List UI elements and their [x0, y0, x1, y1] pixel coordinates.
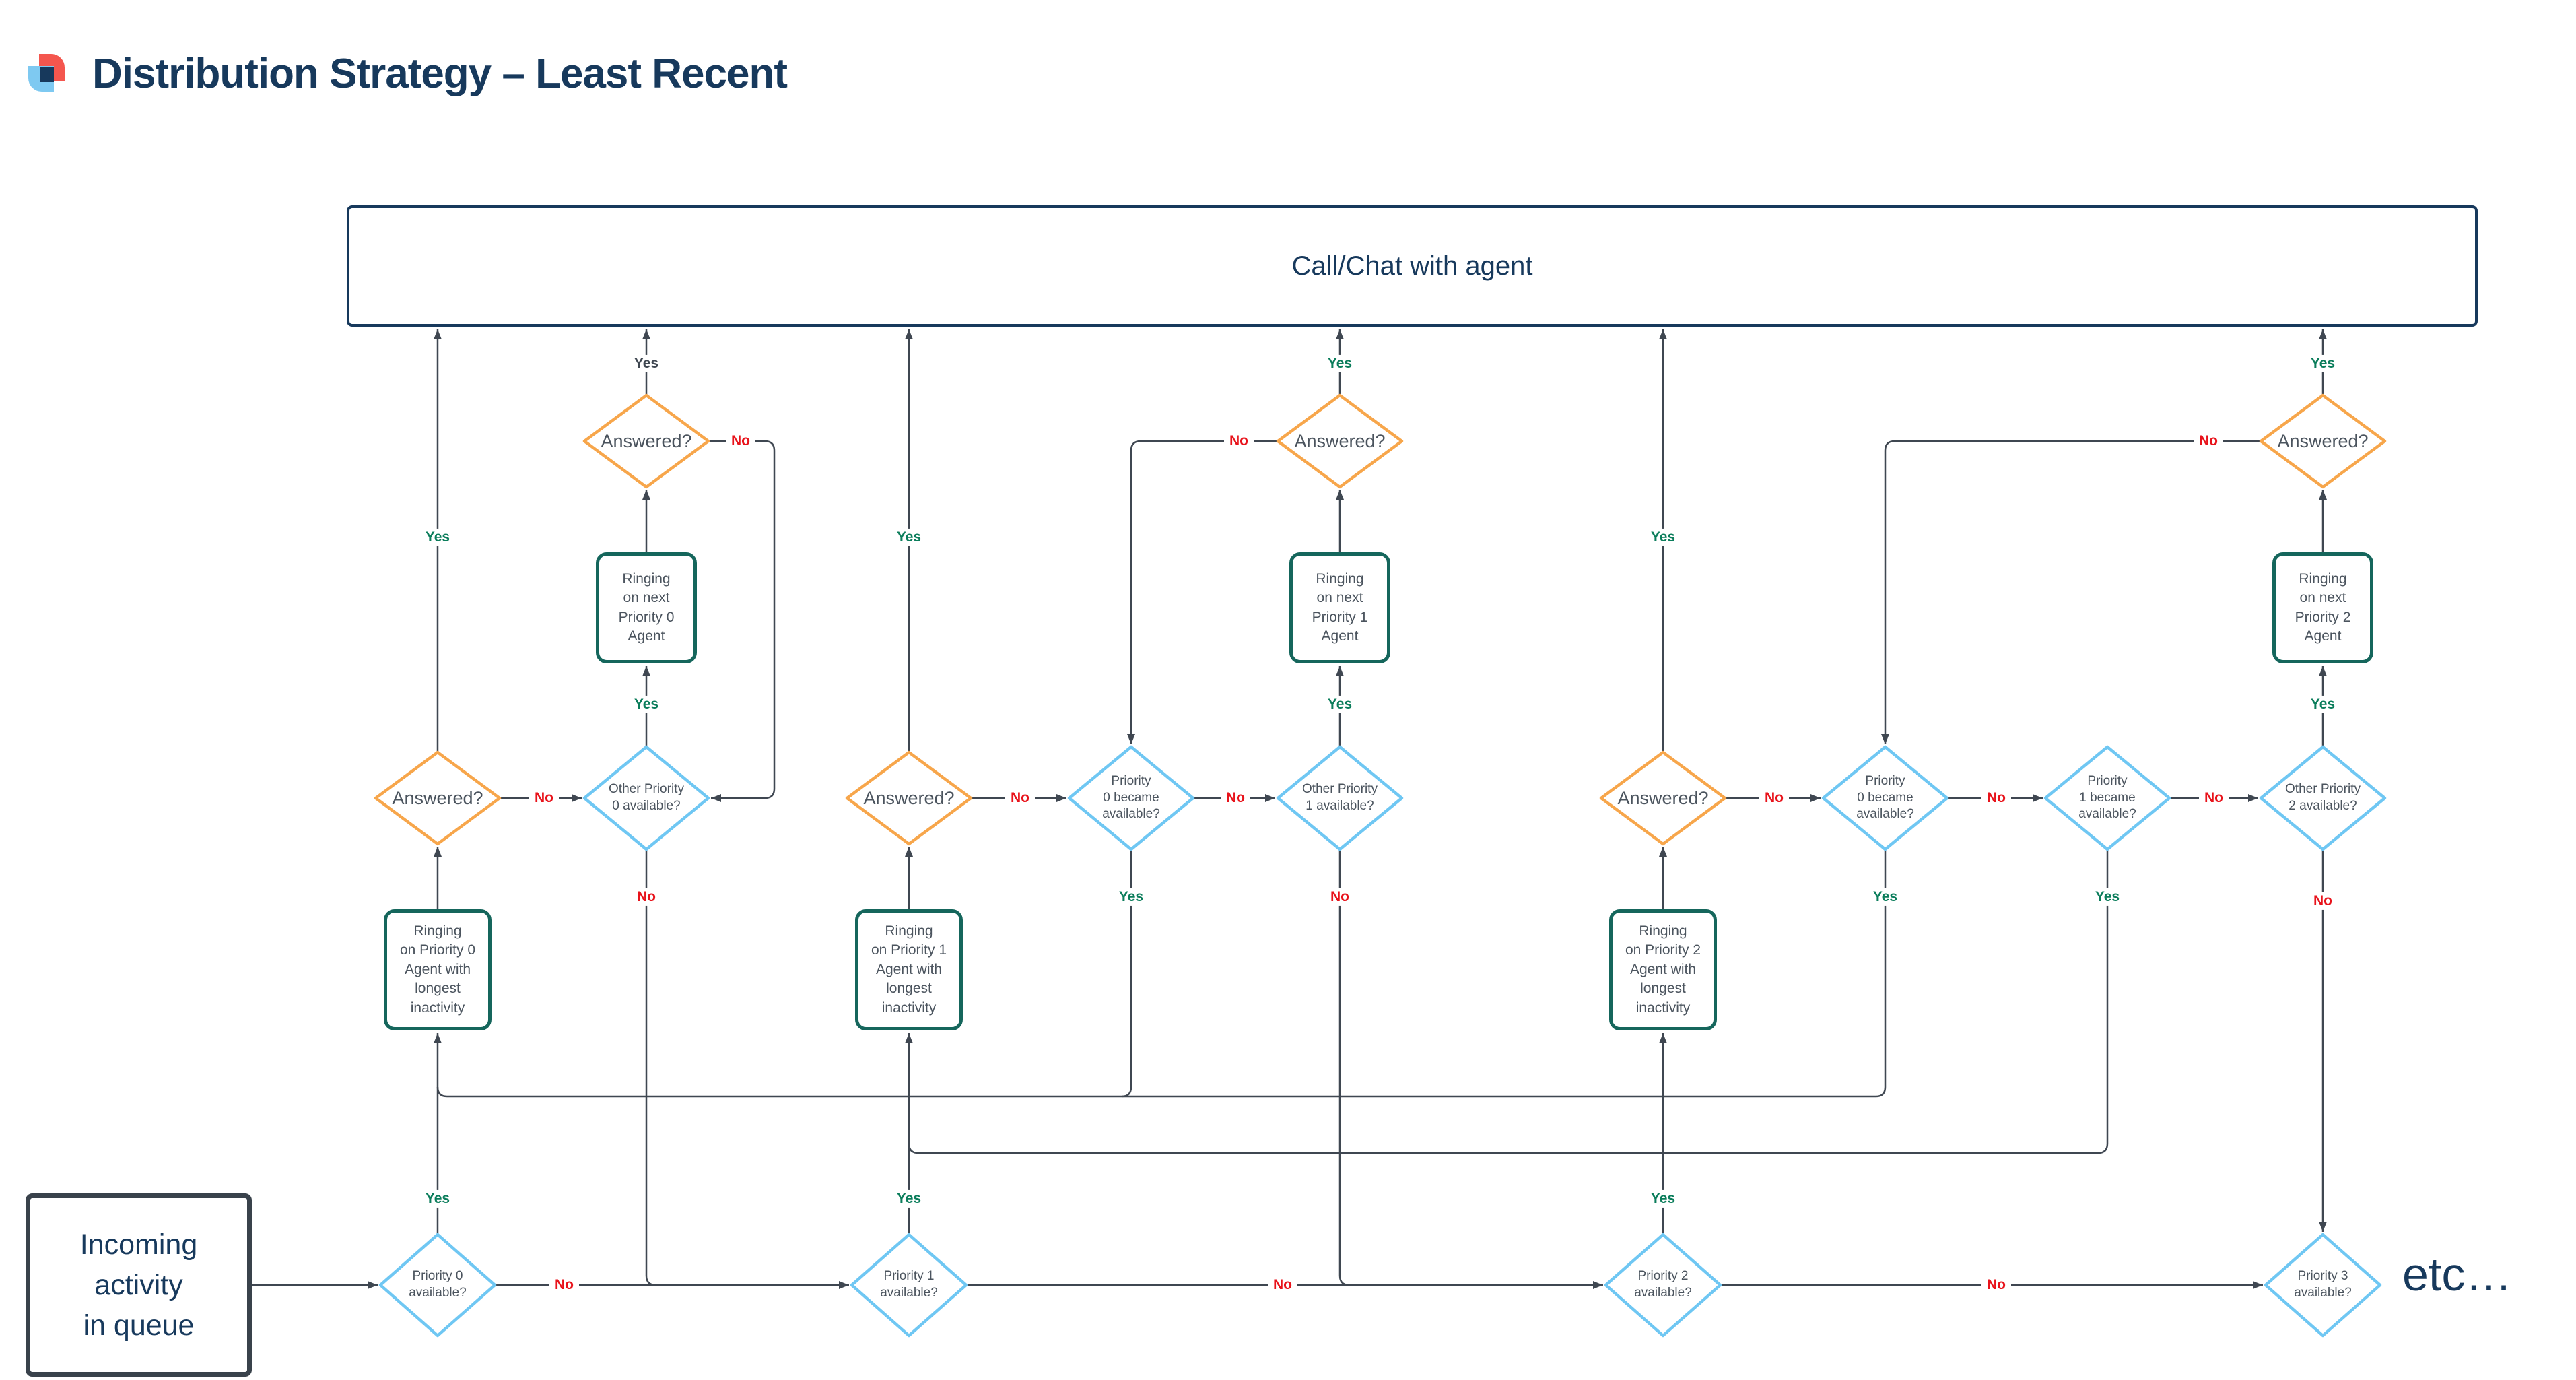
decision-answered-p1-shape	[845, 750, 973, 846]
decision-priority-1-became-g3-shape	[2043, 745, 2171, 851]
label-yes-p2avail-up: Yes	[1645, 1189, 1681, 1208]
label-yes-p1became-g3-down: Yes	[2089, 888, 2126, 907]
process-ringing-longest-priority-1: Ringing on Priority 1 Agent with longest…	[855, 909, 963, 1030]
edge-answeredtop2-no-loop	[1881, 440, 2261, 744]
label-no-answered1: No	[1005, 789, 1035, 808]
decision-answered-p2-shape	[1599, 750, 1727, 846]
ringing-longest-priority-1-label: Ringing on Priority 1 Agent with longest…	[871, 923, 947, 1016]
process-ringing-longest-priority-2: Ringing on Priority 2 Agent with longest…	[1609, 909, 1717, 1030]
edge-feedback-p0became-g3	[436, 849, 1887, 1098]
edge-otherp1-no-down-merge	[1338, 849, 1350, 1286]
label-no-p2avail: No	[1981, 1276, 2011, 1294]
process-ringing-next-priority-1: Ringing on next Priority 1 Agent	[1289, 552, 1390, 663]
decision-shapes	[374, 393, 2387, 1338]
label-no-otherp1-down: No	[1325, 888, 1355, 907]
label-yes-otherp0-up: Yes	[628, 695, 665, 714]
label-yes-p0became-g2-down: Yes	[1113, 888, 1149, 907]
label-no-p1avail: No	[1268, 1276, 1297, 1294]
label-no-top2-loop: No	[2194, 432, 2223, 451]
decision-priority-1-available-shape	[850, 1233, 968, 1338]
decision-priority-3-available-shape	[2264, 1233, 2382, 1338]
start-incoming-activity: Incoming activity in queue	[26, 1193, 252, 1377]
decision-other-priority-1-shape	[1276, 745, 1404, 851]
label-no-p0became-g2: No	[1221, 789, 1250, 808]
page-title: Distribution Strategy – Least Recent	[92, 51, 788, 97]
label-yes-otherp1-up: Yes	[1322, 695, 1358, 714]
etc-continuation-label: etc…	[2402, 1248, 2513, 1301]
decision-priority-0-became-g2-shape	[1067, 745, 1195, 851]
edge-feedback-p0became-g2	[1121, 849, 1132, 1098]
edge-answeredtop1-no-loop	[1127, 440, 1278, 744]
label-yes-top0: Yes	[628, 354, 665, 373]
label-no-p0became-g3: No	[1981, 789, 2011, 808]
process-ringing-next-priority-0: Ringing on next Priority 0 Agent	[596, 552, 697, 663]
decision-answered-top-p2-shape	[2259, 393, 2387, 489]
label-yes-p0became-g3-down: Yes	[1867, 888, 1903, 907]
decision-priority-0-available-shape	[378, 1233, 497, 1338]
label-no-answered2: No	[1759, 789, 1789, 808]
ringing-next-priority-2-label: Ringing on next Priority 2 Agent	[2295, 570, 2351, 644]
ringing-longest-priority-2-label: Ringing on Priority 2 Agent with longest…	[1625, 923, 1701, 1016]
label-yes-p0avail-up: Yes	[419, 1189, 456, 1208]
label-no-otherp2-down: No	[2308, 892, 2338, 911]
label-yes-answered2-up: Yes	[1645, 528, 1681, 547]
app-logo-icon	[28, 53, 67, 93]
edge-feedback-p1became-g3	[908, 849, 2109, 1154]
label-no-p0avail: No	[549, 1276, 579, 1294]
decision-answered-top-p0-shape	[582, 393, 710, 489]
label-no-top1-loop: No	[1224, 432, 1254, 451]
label-yes-otherp2-up: Yes	[2305, 695, 2341, 714]
decision-priority-0-became-g3-shape	[1821, 745, 1949, 851]
ringing-longest-priority-0-label: Ringing on Priority 0 Agent with longest…	[399, 923, 476, 1016]
process-ringing-next-priority-2: Ringing on next Priority 2 Agent	[2272, 552, 2373, 663]
decision-answered-p0-shape	[374, 750, 502, 846]
label-yes-answered1-up: Yes	[891, 528, 927, 547]
ringing-next-priority-1-label: Ringing on next Priority 1 Agent	[1312, 570, 1368, 644]
call-chat-label: Call/Chat with agent	[1291, 251, 1533, 281]
process-ringing-longest-priority-0: Ringing on Priority 0 Agent with longest…	[384, 909, 492, 1030]
label-yes-top1: Yes	[1322, 354, 1358, 373]
decision-answered-top-p1-shape	[1276, 393, 1404, 489]
label-yes-p1avail-up: Yes	[891, 1189, 927, 1208]
edge-otherp0-no-down-merge	[645, 849, 656, 1286]
label-no-otherp0-down: No	[632, 888, 661, 907]
decision-other-priority-2-shape	[2259, 745, 2387, 851]
label-yes-answered0-up: Yes	[419, 528, 456, 547]
label-no-answered0: No	[529, 789, 559, 808]
label-no-top0-loop: No	[726, 432, 755, 451]
logo-navy-shape	[40, 67, 54, 82]
decision-other-priority-0-shape	[582, 745, 710, 851]
terminal-call-chat-with-agent: Call/Chat with agent	[347, 205, 2478, 327]
ringing-next-priority-0-label: Ringing on next Priority 0 Agent	[618, 570, 675, 644]
incoming-activity-label: Incoming activity in queue	[79, 1228, 198, 1342]
edge-answeredtop0-no-loop	[708, 440, 776, 802]
label-yes-top2: Yes	[2305, 354, 2341, 373]
decision-priority-2-available-shape	[1604, 1233, 1722, 1338]
label-no-p1became-g3: No	[2199, 789, 2229, 808]
